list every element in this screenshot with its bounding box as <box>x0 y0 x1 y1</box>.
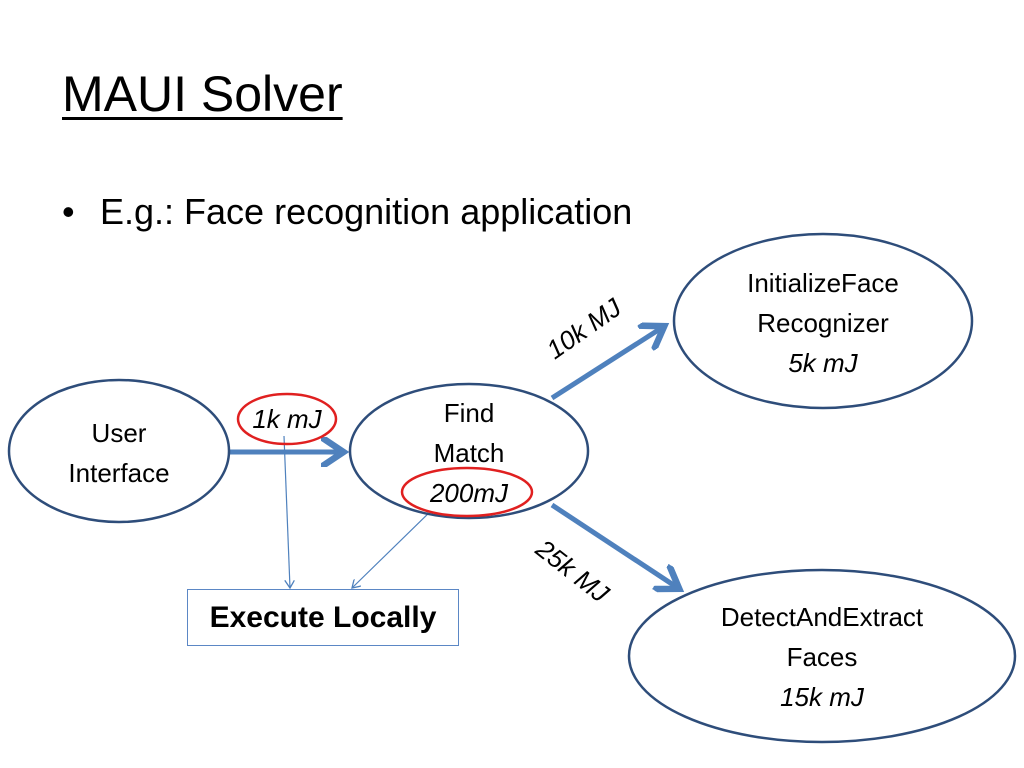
node-user-interface-line2: Interface <box>68 458 169 488</box>
highlight-oval-edge-cost <box>236 392 338 446</box>
node-find-match-line2: Match <box>434 438 505 468</box>
node-detect-cost: 15k mJ <box>780 682 865 712</box>
bullet-text: E.g.: Face recognition application <box>100 191 633 232</box>
node-initialize-face-recognizer: InitializeFace Recognizer 5k mJ <box>672 232 974 410</box>
node-initialize-outline <box>672 232 974 410</box>
node-initialize-cost: 5k mJ <box>788 348 858 378</box>
node-detect-outline <box>627 568 1017 744</box>
edge-ui-to-find-match-cost: 1k mJ <box>252 404 322 434</box>
node-initialize-line1: InitializeFace <box>747 268 899 298</box>
node-initialize-line2: Recognizer <box>757 308 889 338</box>
edge-find-match-to-initialize-cost: 10k MJ <box>541 292 628 365</box>
highlight-oval-node-cost <box>400 466 534 518</box>
node-user-interface: User Interface <box>7 378 231 524</box>
slide-title: MAUI Solver <box>62 66 343 122</box>
edge-find-match-to-initialize <box>550 327 663 401</box>
node-user-interface-line1: User <box>92 418 147 448</box>
node-find-match-cost: 200mJ <box>429 478 509 508</box>
node-user-interface-outline <box>7 378 231 524</box>
execute-locally-label: Execute Locally <box>209 600 437 634</box>
node-detect-line2: Faces <box>787 642 858 672</box>
edge-find-match-to-detect <box>550 502 678 588</box>
node-find-match: Find Match 200mJ <box>348 382 590 520</box>
decision-arrow-from-edge-cost <box>283 435 290 588</box>
node-detect-and-extract-faces: DetectAndExtract Faces 15k mJ <box>627 568 1017 744</box>
bullet-symbol: • <box>62 191 75 232</box>
node-find-match-line1: Find <box>444 398 495 428</box>
execute-locally-box: Execute Locally <box>187 589 459 646</box>
bullet-item: • E.g.: Face recognition application <box>62 190 632 234</box>
edge-label-ui-to-find-match: 1k mJ <box>236 392 338 446</box>
decision-arrow-from-node-cost <box>352 505 437 588</box>
edge-find-match-to-detect-cost: 25k MJ <box>529 533 615 609</box>
node-detect-line1: DetectAndExtract <box>721 602 924 632</box>
